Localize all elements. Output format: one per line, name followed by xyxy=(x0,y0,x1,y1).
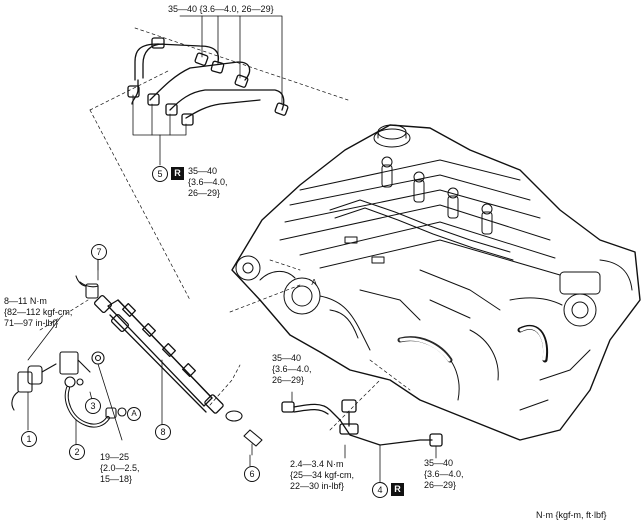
replace-mark-4: R xyxy=(391,483,404,496)
ref-a-left: A xyxy=(127,407,141,421)
callout-leaders xyxy=(27,259,251,467)
torque-bottom-line2: {3.6—4.0, xyxy=(424,469,464,479)
top-torque-leaders xyxy=(179,15,283,105)
callout-2: 2 xyxy=(69,444,85,460)
torque-pipe-5-line3: 26—29} xyxy=(188,188,221,198)
torque-rail-line3: 15—18} xyxy=(100,474,133,484)
torque-bottom-line1: 35—40 xyxy=(424,458,454,468)
torque-clamp-line2: {25—34 kgf-cm, xyxy=(290,470,355,480)
callout-4: 4 xyxy=(372,482,388,498)
torque-bracket-line2: {82—112 kgf-cm, xyxy=(4,307,73,317)
torque-pipe-5-line1: 35—40 xyxy=(188,166,218,176)
callout-3: 3 xyxy=(85,398,101,414)
torque-top-label: 35—40 {3.6—4.0, 26—29} xyxy=(168,4,274,14)
units-note: N·m {kgf-m, ft·lbf} xyxy=(536,510,607,520)
pressure-sensor-connector xyxy=(75,257,99,299)
dashed-guides xyxy=(39,27,411,431)
torque-clamp-line3: 22—30 in-lbf} xyxy=(290,481,345,491)
callout-8: 8 xyxy=(155,424,171,440)
torque-rail-line2: {2.0—2.5, xyxy=(100,463,140,473)
common-rail xyxy=(93,294,224,414)
callout5-leaders xyxy=(132,94,187,166)
torque-rail-line1: 19—25 xyxy=(100,452,130,462)
torque-pipe-5-line2: {3.6—4.0, xyxy=(188,177,228,187)
rail-end-parts xyxy=(225,410,263,456)
torque-bracket-line1: 8—11 N·m xyxy=(4,296,47,306)
fuel-temp-sensor xyxy=(11,351,127,428)
torque-mid-line2: {3.6—4.0, xyxy=(272,364,312,374)
torque-mid-line3: 26—29} xyxy=(272,375,305,385)
injection-pipes xyxy=(127,37,289,126)
torque-clamp-line1: 2.4—3.4 N·m xyxy=(290,459,344,469)
replace-mark-5: R xyxy=(171,167,184,180)
rail-bolt xyxy=(91,351,123,441)
torque-bottom-line3: 26—29} xyxy=(424,480,457,490)
engine-block xyxy=(231,124,641,441)
callout-6: 6 xyxy=(244,466,260,482)
callout-1: 1 xyxy=(21,431,37,447)
ref-a-engine: A xyxy=(311,278,317,287)
injection-pipe-lower xyxy=(281,391,443,486)
torque-mid-line1: 35—40 xyxy=(272,353,302,363)
callout-7: 7 xyxy=(91,244,107,260)
torque-bracket-line3: 71—97 in-lbf} xyxy=(4,318,59,328)
callout-5: 5 xyxy=(152,166,168,182)
